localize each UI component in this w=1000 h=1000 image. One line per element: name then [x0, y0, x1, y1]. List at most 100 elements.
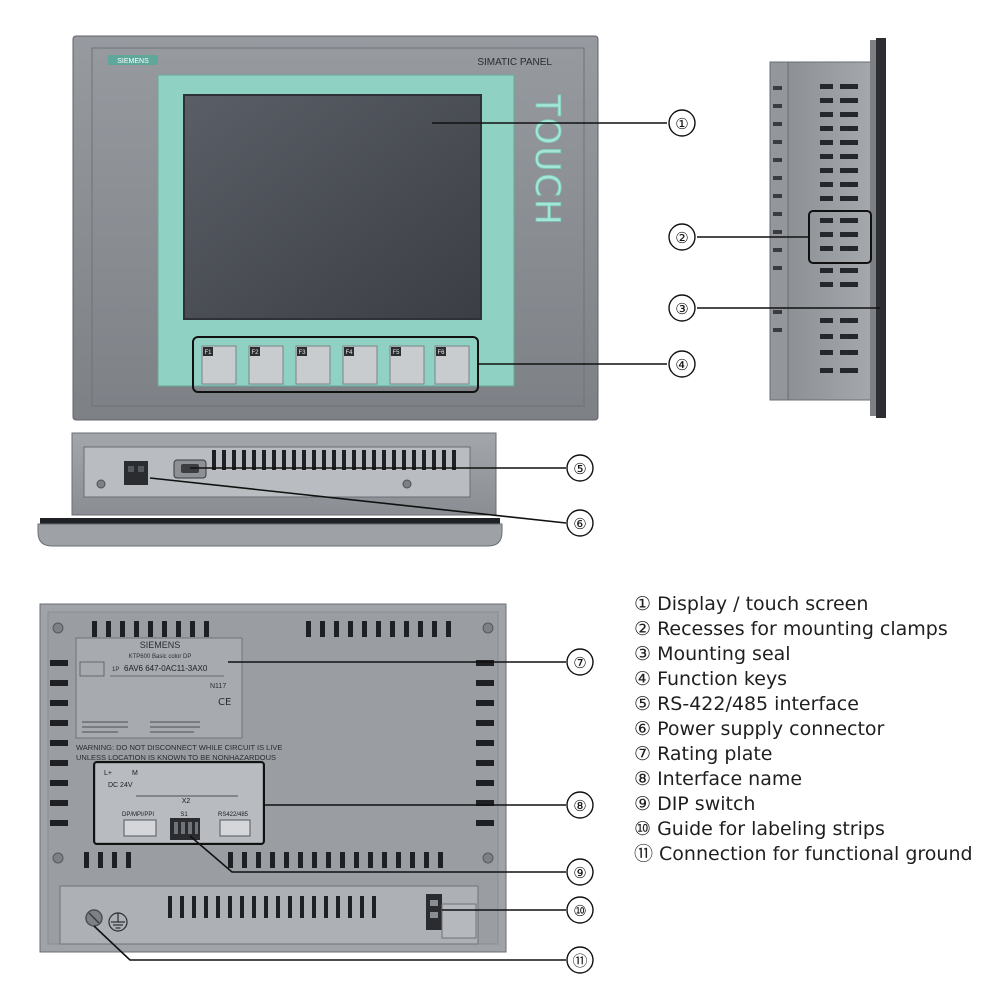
s1-label: S1 [180, 812, 188, 818]
svg-text:F3: F3 [298, 350, 306, 356]
svg-text:⑤: ⑤ [573, 460, 586, 478]
rear-view: SIEMENS KTP600 Basic color DP 1P 6AV6 64… [39, 603, 507, 953]
svg-text:⑦: ⑦ [573, 654, 586, 672]
bottom-screw [402, 479, 412, 489]
rating-plate-warning-1: WARNING: DO NOT DISCONNECT WHILE CIRCUIT… [76, 743, 282, 752]
bottom-view [37, 432, 503, 547]
callout-5: ⑤ [566, 454, 594, 482]
side-vents [820, 84, 858, 373]
callout-9: ⑨ [566, 858, 594, 886]
dp-mpi-ppi-label: DP/MPI/PPI [122, 812, 154, 818]
side-seal [876, 38, 886, 418]
legend-item-functional-ground: ⑪ Connection for functional ground [634, 843, 973, 865]
rating-plate-warning-2: UNLESS LOCATION IS KNOWN TO BE NONHAZARD… [76, 753, 276, 762]
labeling-strip-slot [430, 900, 438, 906]
rear-middle-vents [84, 852, 443, 868]
svg-text:⑩: ⑩ [573, 902, 586, 920]
rs422-485-label: RS422/485 [218, 812, 249, 818]
svg-text:F6: F6 [437, 350, 445, 356]
function-key-f3[interactable]: F3 [295, 345, 331, 385]
callout-2: ② [668, 223, 696, 251]
legend-item-power-connector: ⑥ Power supply connector [634, 718, 885, 740]
legend-item-rating-plate: ⑦ Rating plate [634, 743, 773, 765]
side-bezel-edge [870, 40, 876, 416]
callout-8: ⑧ [566, 791, 594, 819]
svg-text:⑨: ⑨ [573, 864, 586, 882]
svg-text:④: ④ [675, 356, 688, 374]
function-key-f5[interactable]: F5 [389, 345, 425, 385]
front-brand-badge [108, 55, 158, 65]
rear-screw [482, 622, 494, 634]
dip-lever [195, 822, 198, 834]
rating-plate-cert: N117 [210, 683, 226, 690]
front-inner-bevel [91, 47, 585, 407]
function-keys: F1 F2 F3 F4 F5 [201, 345, 470, 385]
rear-screw [482, 852, 494, 864]
callout-11: ⑪ [566, 946, 594, 974]
svg-text:①: ① [675, 115, 688, 133]
functional-ground-icon [108, 912, 128, 932]
legend-item-labeling-strips: ⑩ Guide for labeling strips [634, 818, 885, 840]
legend-item-dip-switch: ⑨ DIP switch [634, 793, 756, 815]
svg-text:⑪: ⑪ [572, 952, 587, 970]
rear-top-vents [92, 621, 451, 637]
function-key-f4[interactable]: F4 [342, 345, 378, 385]
rear-lower-vents [168, 896, 376, 918]
power-terminal-label-dc: DC 24V [108, 782, 133, 789]
dip-lever [188, 822, 192, 834]
legend-item-function-keys: ④ Function keys [634, 668, 788, 690]
function-key-f6[interactable]: F6 [434, 345, 470, 385]
rating-plate-part-number: 6AV6 647-0AC11-3AX0 [124, 664, 208, 673]
svg-text:⑧: ⑧ [573, 797, 586, 815]
legend-item-mounting-seal: ③ Mounting seal [634, 643, 791, 665]
power-terminal-label-lplus: L+ [104, 770, 112, 777]
rating-plate-label-box [79, 661, 105, 677]
legend-list: ① Display / touch screen ② Recesses for … [634, 592, 994, 867]
rs422-rear-port[interactable] [219, 819, 251, 837]
front-view: SIEMENS SIMATIC PANEL TOUCH F1 F2 F3 [72, 35, 599, 421]
function-key-f1[interactable]: F1 [201, 345, 237, 385]
function-key-f2[interactable]: F2 [248, 345, 284, 385]
side-clamp-notches [773, 86, 782, 332]
side-body [777, 61, 877, 401]
rear-side-vents [50, 660, 494, 826]
leader-line-9 [189, 835, 566, 873]
power-pin [138, 466, 144, 472]
leader-line-11 [93, 925, 566, 961]
front-brand: SIEMENS [117, 58, 149, 65]
rear-lower-strip [59, 885, 479, 945]
callout-1: ① [668, 109, 696, 137]
leader-line-6 [149, 477, 567, 524]
rear-screw [52, 852, 64, 864]
svg-text:⑥: ⑥ [573, 515, 586, 533]
rear-screw [52, 622, 64, 634]
rating-plate-model: KTP600 Basic color DP [129, 654, 192, 660]
callout-markers: ① ② ③ ④ ⑤ ⑥ ⑦ ⑧ [566, 109, 696, 974]
bottom-bezel [37, 523, 503, 547]
x2-label: X2 [182, 798, 191, 805]
legend-item-interface-name: ⑧ Interface name [634, 768, 803, 790]
power-supply-connector[interactable] [124, 461, 148, 485]
power-pin [128, 466, 134, 472]
svg-text:F4: F4 [345, 350, 353, 356]
svg-text:③: ③ [675, 300, 688, 318]
dip-lever [181, 822, 185, 834]
ground-screw-slot [88, 912, 100, 924]
labeling-strip-slot [430, 912, 438, 918]
svg-text:②: ② [675, 229, 688, 247]
legend-item-mounting-recesses: ② Recesses for mounting clamps [634, 618, 948, 640]
labeling-strip-cover [441, 903, 477, 939]
power-terminal-label-m: M [132, 770, 138, 777]
dp-port[interactable] [123, 819, 157, 837]
interface-area-highlight [93, 761, 265, 845]
bottom-seal [40, 518, 500, 524]
callout-7: ⑦ [566, 648, 594, 676]
leader-lines [93, 122, 880, 961]
bottom-screw [96, 479, 106, 489]
svg-text:F2: F2 [251, 350, 259, 356]
display-screen [183, 94, 482, 320]
bottom-vents [212, 450, 456, 470]
callout-3: ③ [668, 294, 696, 322]
touch-vertical-text: TOUCH [527, 94, 567, 227]
